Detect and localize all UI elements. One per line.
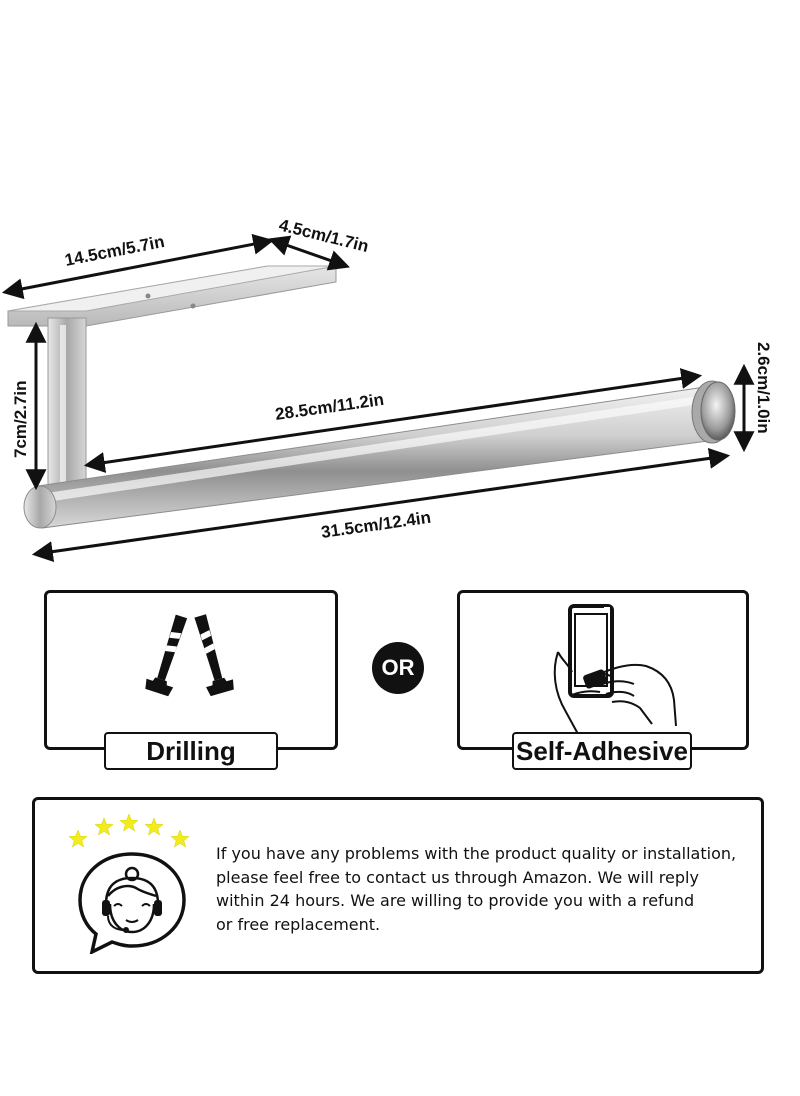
bar-inner-length-label: 28.5cm/11.2in xyxy=(274,390,385,424)
screws-icon xyxy=(145,614,234,697)
end-cap xyxy=(691,380,736,444)
star-icon xyxy=(94,817,114,836)
vertical-post xyxy=(47,317,87,495)
product-dimension-diagram: 14.5cm/5.7in 4.5cm/1.7in 7cm/2.7in 28.5c… xyxy=(1,215,773,563)
drilling-label: Drilling xyxy=(104,732,278,770)
star-icon xyxy=(119,813,139,832)
base-width-label: 4.5cm/1.7in xyxy=(277,215,371,256)
mounting-plate xyxy=(7,265,337,327)
height-label: 7cm/2.7in xyxy=(11,381,30,459)
customer-service-message: If you have any problems with the produc… xyxy=(216,842,756,936)
bar-diameter-label: 2.6cm/1.0in xyxy=(754,342,773,434)
star-icon xyxy=(170,829,190,848)
self-adhesive-label: Self-Adhesive xyxy=(512,732,692,770)
base-width-arrow xyxy=(268,235,350,271)
star-icon xyxy=(68,829,88,848)
star-icon xyxy=(144,817,164,836)
message-line: If you have any problems with the produc… xyxy=(216,844,737,863)
total-length-arrow xyxy=(31,447,731,563)
or-badge: OR xyxy=(372,642,424,694)
message-line: please feel free to contact us through A… xyxy=(216,867,699,887)
rating-stars xyxy=(68,813,190,848)
message-line: within 24 hours. We are willing to provi… xyxy=(216,891,695,910)
adhesive-application-icon xyxy=(553,604,677,735)
customer-service-headset-icon xyxy=(78,852,186,954)
base-length-arrow xyxy=(1,233,275,300)
message-line: or free replacement. xyxy=(216,914,381,934)
total-length-label: 31.5cm/12.4in xyxy=(320,508,432,542)
